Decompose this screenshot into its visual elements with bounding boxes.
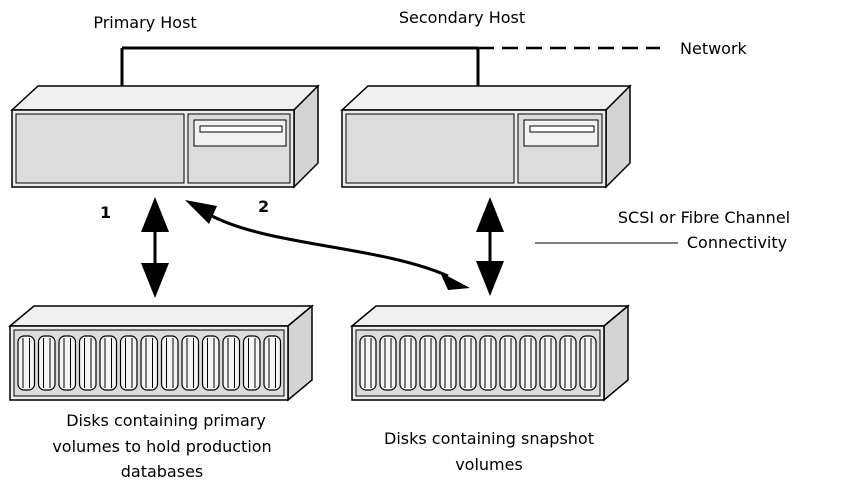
snapshot-disk-slots [359, 335, 597, 391]
disk-slot [17, 335, 36, 391]
disk-slot [539, 335, 557, 391]
primary-disks-caption-line2: volumes to hold production [52, 437, 271, 456]
disk-slot [222, 335, 241, 391]
disk-slot [499, 335, 517, 391]
primary-disks-caption-line1: Disks containing primary [66, 411, 266, 430]
secondary-host-label: Secondary Host [399, 8, 525, 27]
disk-slot [419, 335, 437, 391]
disk-slot [579, 335, 597, 391]
primary-disk-slots [17, 335, 282, 391]
primary-host-server [10, 84, 320, 189]
disk-slot [37, 335, 56, 391]
arrow-primary-to-primary-disks [141, 197, 169, 298]
primary-host-label: Primary Host [93, 13, 196, 32]
arrow-primary-to-snapshot-disks [185, 200, 470, 290]
disk-slot [519, 335, 537, 391]
disk-slot [263, 335, 282, 391]
disk-slot [559, 335, 577, 391]
secondary-host-server [340, 84, 632, 189]
arrow-secondary-to-snapshot-disks [476, 197, 504, 296]
snapshot-disks-caption-line2: volumes [455, 455, 523, 474]
disk-slot [201, 335, 220, 391]
disk-slot [160, 335, 179, 391]
primary-disks-caption-line3: databases [121, 462, 204, 481]
disk-slot [181, 335, 200, 391]
connectivity-label-line2: Connectivity [687, 233, 787, 252]
disk-slot [399, 335, 417, 391]
path-2-label: 2 [258, 197, 269, 216]
disk-slot [479, 335, 497, 391]
disk-slot [379, 335, 397, 391]
disk-slot [359, 335, 377, 391]
path-1-label: 1 [100, 203, 111, 222]
primary-disk-array [7, 304, 315, 402]
disk-slot [439, 335, 457, 391]
disk-slot [99, 335, 118, 391]
disk-slot [119, 335, 138, 391]
snapshot-disk-array [349, 304, 631, 402]
disk-slot [242, 335, 261, 391]
network-label: Network [680, 39, 748, 58]
snapshot-disks-caption-line1: Disks containing snapshot [384, 429, 594, 448]
disk-slot [78, 335, 97, 391]
connectivity-label-line1: SCSI or Fibre Channel [618, 208, 790, 227]
disk-slot [459, 335, 477, 391]
disk-slot [140, 335, 159, 391]
disk-slot [58, 335, 77, 391]
network-connection [120, 46, 660, 93]
